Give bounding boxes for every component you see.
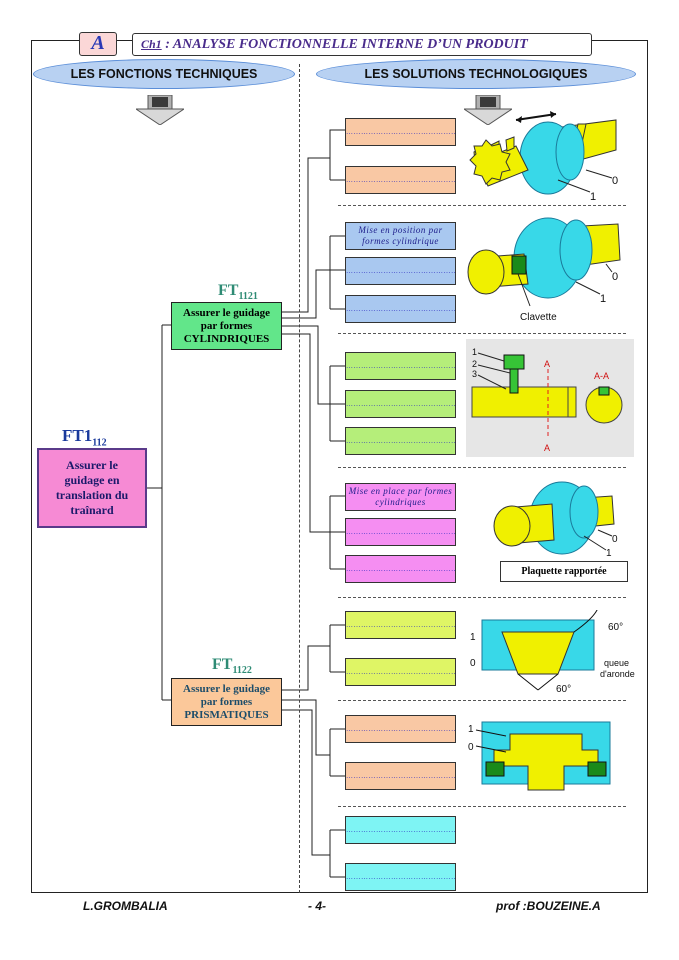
sub-function-line: par formes	[200, 696, 253, 708]
solution-answer-field[interactable]: …………………………………………	[345, 427, 456, 455]
keyed-shaft-figure: Clavette 1 0	[467, 217, 621, 323]
main-function-code-text: FT1	[62, 426, 93, 445]
solution-answer-field[interactable]: …………………………………………	[345, 518, 456, 546]
solution-answer-field[interactable]: …………………………………………	[345, 816, 456, 844]
sub-function-code-1: FT1121	[218, 282, 258, 302]
solution-answer-field[interactable]: …………………………………………	[345, 295, 456, 323]
section-mark-label: A	[544, 359, 550, 369]
part-number-label: 1	[472, 347, 477, 357]
down-arrow-icon	[136, 95, 184, 125]
part-number-label: 0	[612, 175, 618, 187]
column-title-solutions: LES SOLUTIONS TECHNOLOGIQUES	[316, 59, 636, 89]
column-title-functions: LES FONCTIONS TECHNIQUES	[33, 59, 295, 89]
part-number-label: 1	[606, 548, 612, 558]
solution-answer-field[interactable]: …………………………………………	[345, 762, 456, 790]
part-number-label: 1	[468, 724, 474, 735]
solution-answer-field[interactable]: …………………………………………	[345, 658, 456, 686]
section-mark-label: A	[544, 443, 550, 453]
footer-school: L.GROMBALIA	[83, 899, 168, 913]
screw-section-figure: 1 2 3 A A A-A	[466, 339, 634, 457]
dovetail-label-line1: queue	[604, 658, 629, 668]
main-function-code: FT1112	[62, 426, 107, 448]
chapter-title-text: : ANALYSE FONCTIONNELLE INTERNE D’UN PRO…	[161, 37, 528, 52]
chapter-letter-badge: A	[79, 32, 117, 56]
section-separator	[338, 806, 626, 807]
sub-function-box-prismatic: Assurer le guidage par formes PRISMATIQU…	[171, 678, 282, 726]
part-number-label: 0	[470, 658, 476, 669]
splined-shaft-figure: 1 0	[469, 111, 618, 203]
part-number-label: 0	[468, 742, 474, 753]
part-number-label: 3	[472, 369, 477, 379]
part-number-label: 0	[612, 271, 618, 283]
main-function-box: Assurer le guidage en translation du tra…	[37, 448, 147, 528]
main-function-code-index: 112	[92, 437, 107, 449]
sub-function-line: Assurer le guidage	[183, 307, 270, 319]
sub-function-box-cylindrical: Assurer le guidage par formes CYLINDRIQU…	[171, 302, 282, 350]
sub-function-code-text: FT	[212, 656, 233, 673]
dovetail-figure: 60° 60° queue d'aronde 1 0	[470, 610, 635, 695]
section-view-label: A-A	[594, 371, 609, 381]
solution-label-place: Mise en place par formes cylindriques	[345, 483, 456, 511]
angle-label: 60°	[556, 684, 571, 695]
section-separator	[338, 333, 626, 334]
sub-function-code-2: FT1122	[212, 656, 252, 676]
angle-label: 60°	[608, 622, 623, 633]
t-slot-figure: 1 0	[468, 721, 611, 791]
solution-answer-field[interactable]: …………………………………………	[345, 715, 456, 743]
chapter-ref: Ch1	[141, 37, 162, 51]
sub-function-line: par formes	[200, 320, 253, 332]
sub-function-line: PRISMATIQUES	[184, 709, 269, 721]
column-divider	[299, 64, 300, 893]
solution-answer-field[interactable]: …………………………………………	[345, 257, 456, 285]
clavette-label: Clavette	[520, 312, 557, 323]
section-separator	[338, 597, 626, 598]
sub-function-line: CYLINDRIQUES	[183, 333, 270, 345]
dovetail-label-line2: d'aronde	[600, 669, 635, 679]
part-number-label: 1	[470, 632, 476, 643]
solution-label-position: Mise en position par formes cylindrique	[345, 222, 456, 250]
section-separator	[338, 467, 626, 468]
section-separator	[338, 700, 626, 701]
sub-function-code-index: 1121	[238, 291, 258, 303]
sub-function-code-text: FT	[218, 282, 239, 299]
part-number-label: 1	[600, 293, 606, 305]
plaquette-shaft-figure: 1 0	[493, 481, 618, 558]
solution-answer-field[interactable]: …………………………………………	[345, 863, 456, 891]
down-arrow-icon	[464, 95, 512, 125]
part-number-label: 2	[472, 359, 477, 369]
section-separator	[338, 205, 626, 206]
footer-page-number: - 4-	[308, 899, 326, 913]
solution-answer-field[interactable]: …………………………………………	[345, 611, 456, 639]
plaquette-caption: Plaquette rapportée	[500, 561, 628, 582]
sub-function-line: Assurer le guidage	[183, 683, 270, 695]
part-number-label: 0	[612, 534, 618, 545]
solution-answer-field[interactable]: …………………………………………	[345, 166, 456, 194]
solution-answer-field[interactable]: …………………………………………	[345, 352, 456, 380]
solution-answer-field[interactable]: …………………………………………	[345, 555, 456, 583]
chapter-title: Ch1 : ANALYSE FONCTIONNELLE INTERNE D’UN…	[132, 33, 592, 56]
solution-answer-field[interactable]: …………………………………………	[345, 118, 456, 146]
sub-function-code-index: 1122	[232, 665, 252, 677]
footer-author: prof :BOUZEINE.A	[496, 899, 601, 913]
solution-answer-field[interactable]: …………………………………………	[345, 390, 456, 418]
part-number-label: 1	[590, 191, 596, 203]
